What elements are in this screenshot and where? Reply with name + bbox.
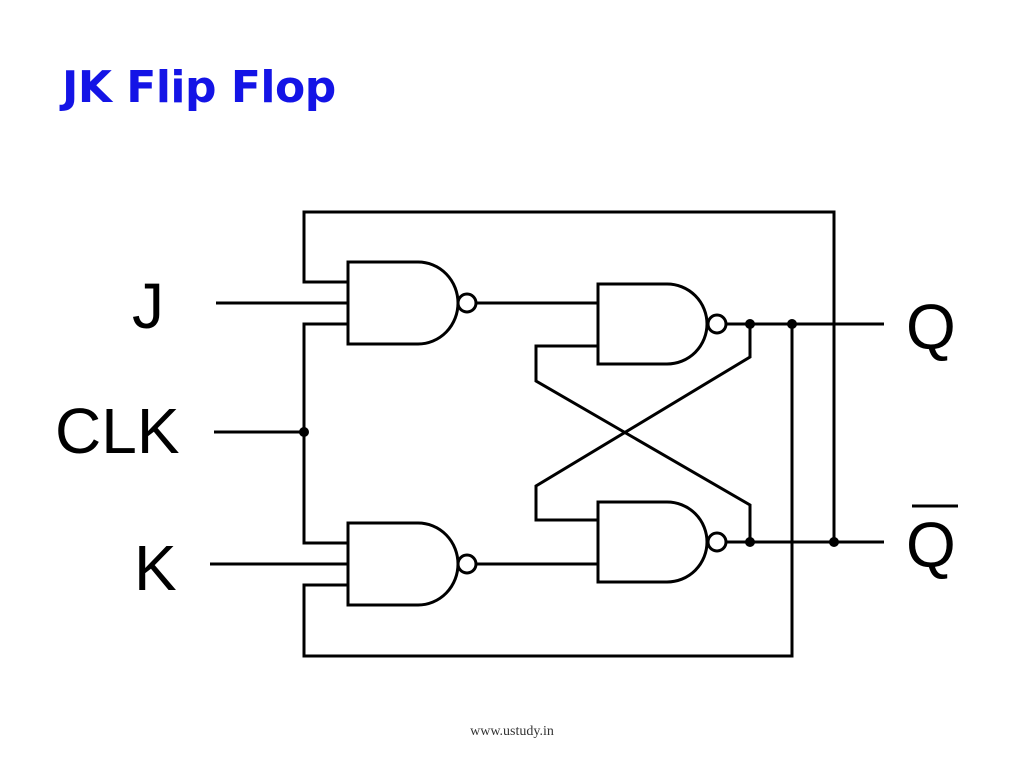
junction-q-bar-latch — [745, 537, 755, 547]
latch-nand-top-bubble — [706, 313, 728, 335]
input-nand-top — [346, 260, 460, 346]
feedback-q-bar-to-top — [302, 210, 836, 542]
junction-clk — [299, 427, 309, 437]
footer-url: www.ustudy.in — [470, 724, 554, 739]
junction-q-bar-feedback — [829, 537, 839, 547]
label-j: J — [132, 270, 164, 342]
feedback-q-to-bottom — [302, 324, 794, 658]
input-nand-bottom-bubble — [456, 553, 478, 575]
latch-nand-top — [596, 282, 709, 366]
cross-q-to-bottom — [534, 324, 752, 522]
input-nand-top-bubble — [456, 292, 478, 314]
input-nand-bottom — [346, 521, 460, 607]
label-q: Q — [906, 291, 956, 363]
wire-clk-to-gates — [302, 322, 348, 545]
junction-q-latch — [745, 319, 755, 329]
slide-title: JK Flip Flop — [62, 62, 336, 113]
junction-q-feedback — [787, 319, 797, 329]
cross-q-bar-to-top — [534, 344, 752, 542]
latch-nand-bottom — [596, 500, 709, 584]
label-q-bar: Q — [906, 509, 956, 581]
label-clk: CLK — [55, 395, 180, 467]
latch-nand-bottom-bubble — [706, 531, 728, 553]
label-k: K — [134, 532, 177, 604]
